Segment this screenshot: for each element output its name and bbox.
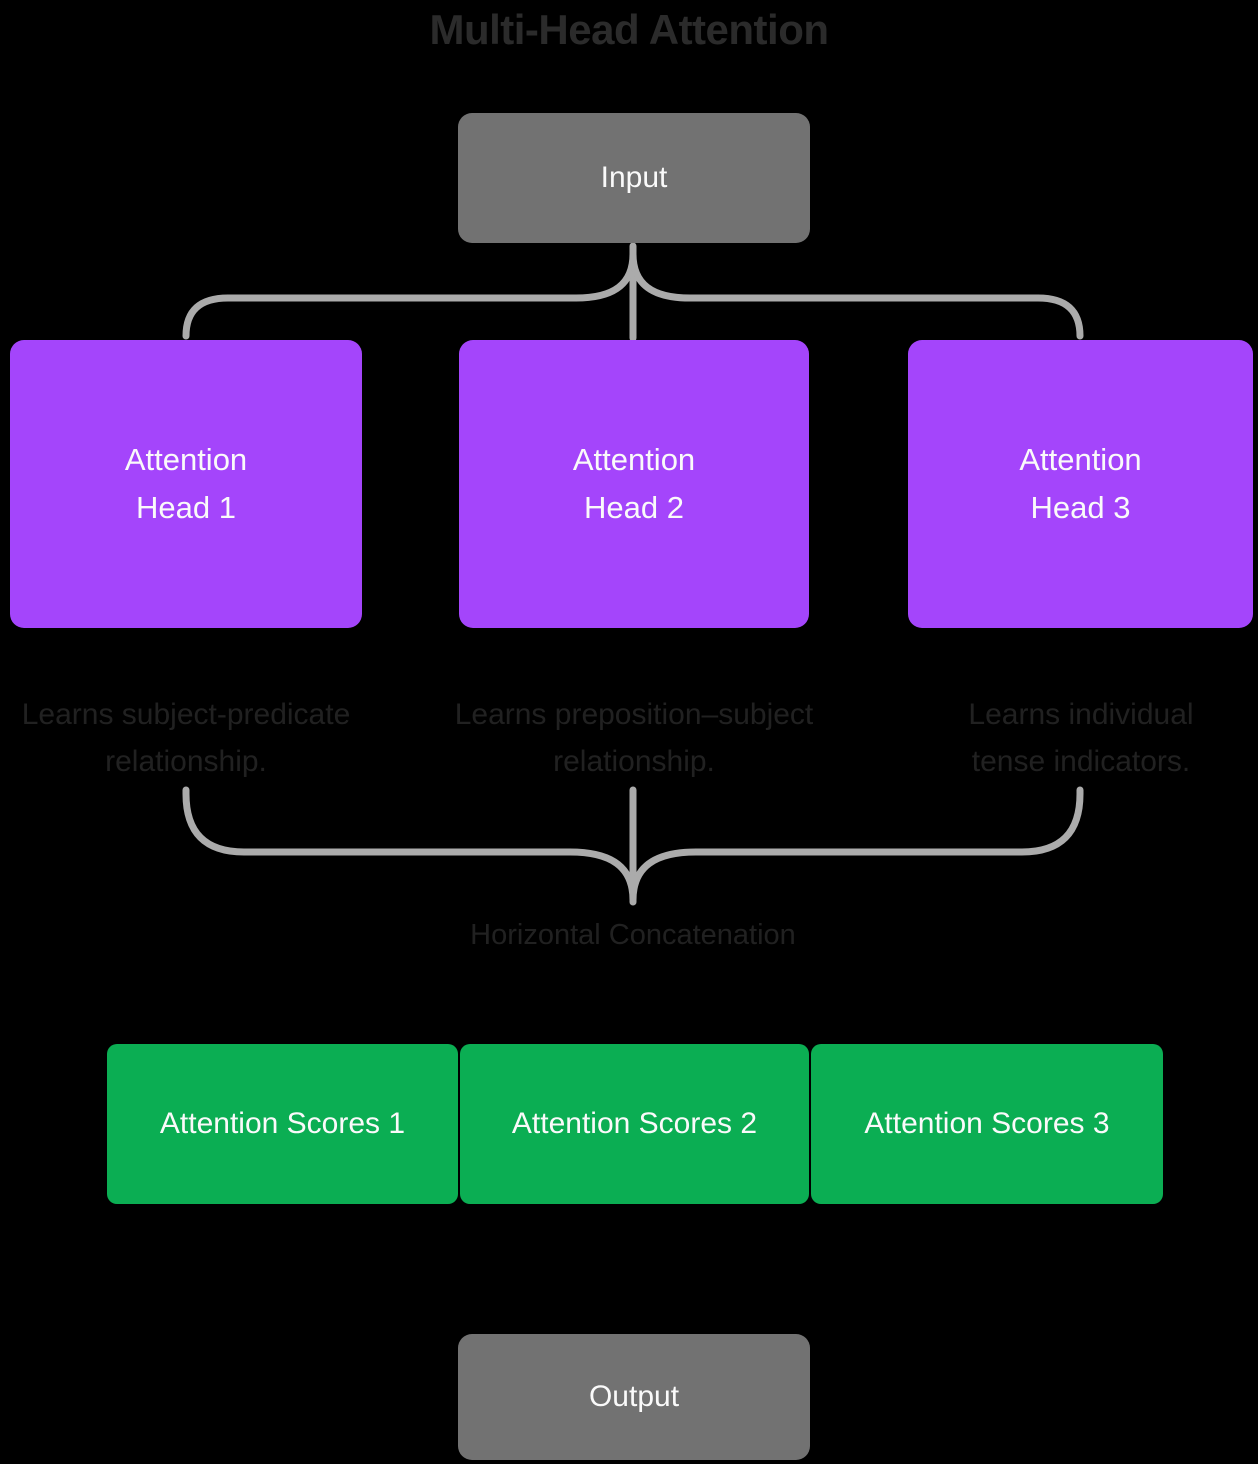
- head-2-label-line2: Head 2: [584, 490, 684, 525]
- head-3-label-line1: Attention: [1019, 442, 1142, 477]
- head-3-description-line2: tense indicators.: [971, 745, 1191, 778]
- head-1-description-line2: relationship.: [105, 745, 267, 778]
- attention-head-2-node: Attention Head 2: [459, 340, 809, 628]
- attention-scores-2-node: Attention Scores 2: [460, 1044, 809, 1204]
- score-1-label: Attention Scores 1: [159, 1107, 406, 1140]
- head-2-description-line1: Learns preposition–subject: [454, 698, 814, 731]
- input-node-label: Input: [600, 161, 668, 194]
- merge-brace: [182, 786, 1084, 906]
- output-node: Output: [458, 1334, 810, 1460]
- score-3-label: Attention Scores 3: [864, 1107, 1110, 1140]
- attention-scores-1-node: Attention Scores 1: [107, 1044, 458, 1204]
- head-1-description-line1: Learns subject-predicate: [21, 698, 351, 731]
- input-node: Input: [458, 113, 810, 243]
- head-2-label-line1: Attention: [572, 442, 696, 477]
- head-2-description: Learns preposition–subject relationship.: [404, 691, 864, 785]
- head-3-description-line1: Learns individual: [968, 698, 1194, 731]
- attention-scores-3-node: Attention Scores 3: [811, 1044, 1163, 1204]
- head-3-label-line2: Head 3: [1030, 490, 1131, 525]
- diagram-title: Multi-Head Attention: [429, 6, 829, 53]
- split-brace: [182, 242, 1084, 342]
- attention-head-3-node: Attention Head 3: [908, 340, 1253, 628]
- concatenation-label: Horizontal Concatenation: [470, 919, 796, 951]
- attention-head-1-node: Attention Head 1: [10, 340, 362, 628]
- head-1-label-line2: Head 1: [136, 490, 236, 525]
- head-1-description: Learns subject-predicate relationship.: [0, 691, 416, 785]
- score-2-label: Attention Scores 2: [511, 1107, 758, 1140]
- output-node-label: Output: [588, 1380, 680, 1413]
- head-1-label-line1: Attention: [124, 442, 248, 477]
- head-3-description: Learns individual tense indicators.: [851, 691, 1258, 785]
- head-2-description-line2: relationship.: [553, 745, 715, 778]
